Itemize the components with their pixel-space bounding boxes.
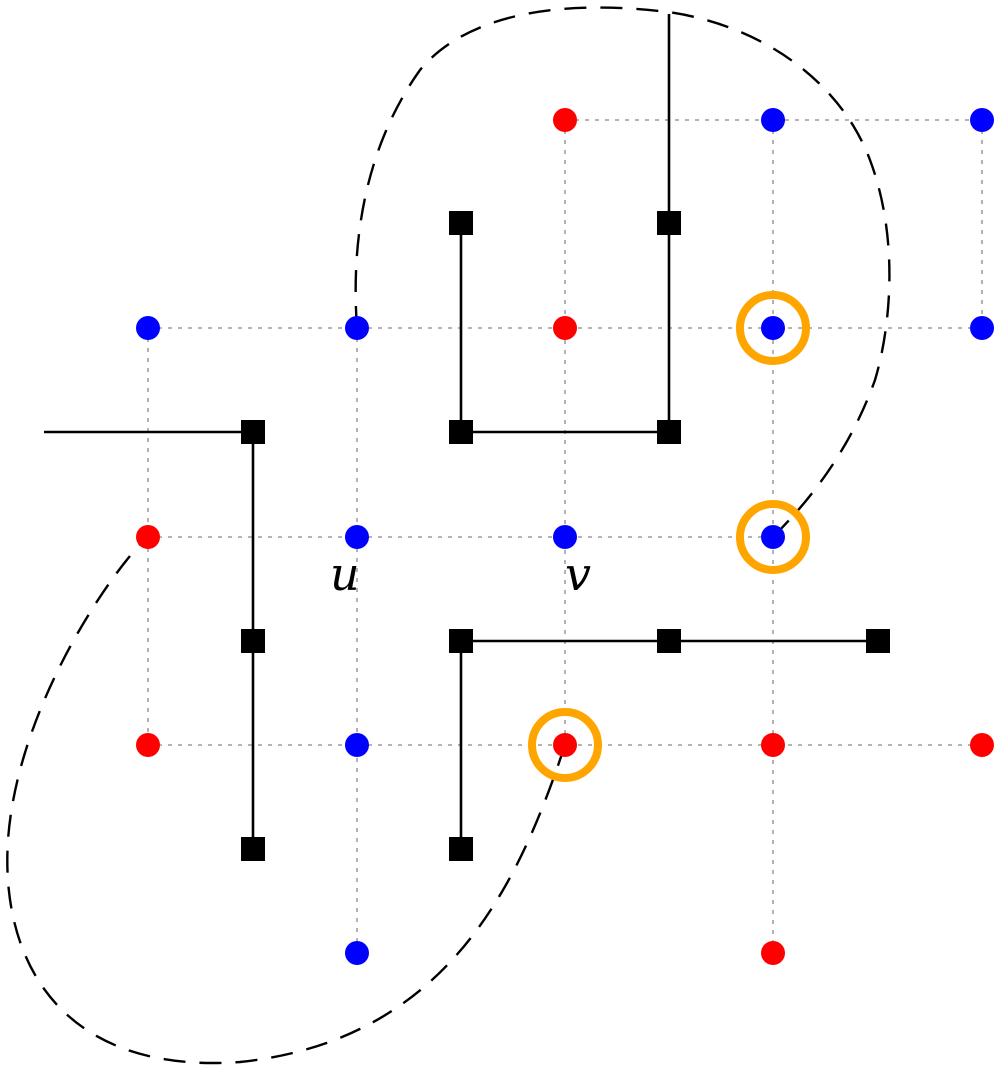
square-node [449,837,473,861]
highlight-rings [528,291,810,782]
red-node [136,525,160,549]
square-node [241,420,265,444]
red-nodes [136,108,994,965]
blue-node-u [345,525,369,549]
blue-node [136,316,160,340]
blue-node [761,108,785,132]
blue-node [970,108,994,132]
blue-node [970,316,994,340]
square-node [241,629,265,653]
blue-node [345,316,369,340]
blue-node [345,941,369,965]
square-node [866,629,890,653]
highlight-ring [528,708,602,782]
square-node [449,420,473,444]
square-node [449,211,473,235]
square-nodes [241,211,890,861]
red-node [970,733,994,757]
square-node [449,629,473,653]
label-u: u [330,547,360,601]
blue-node [761,316,785,340]
square-node [657,420,681,444]
red-node [761,733,785,757]
highlight-ring [736,291,810,365]
square-node [241,837,265,861]
label-v: v [565,547,591,601]
square-node [657,629,681,653]
square-node [657,211,681,235]
highlight-ring [736,500,810,574]
red-node [553,108,577,132]
red-node [136,733,160,757]
blue-node [345,733,369,757]
blue-node [761,525,785,549]
blue-node-v [553,525,577,549]
red-node [553,733,577,757]
red-node [761,941,785,965]
red-node [553,316,577,340]
blue-nodes [136,108,994,965]
dashed-curve [6,6,891,1065]
